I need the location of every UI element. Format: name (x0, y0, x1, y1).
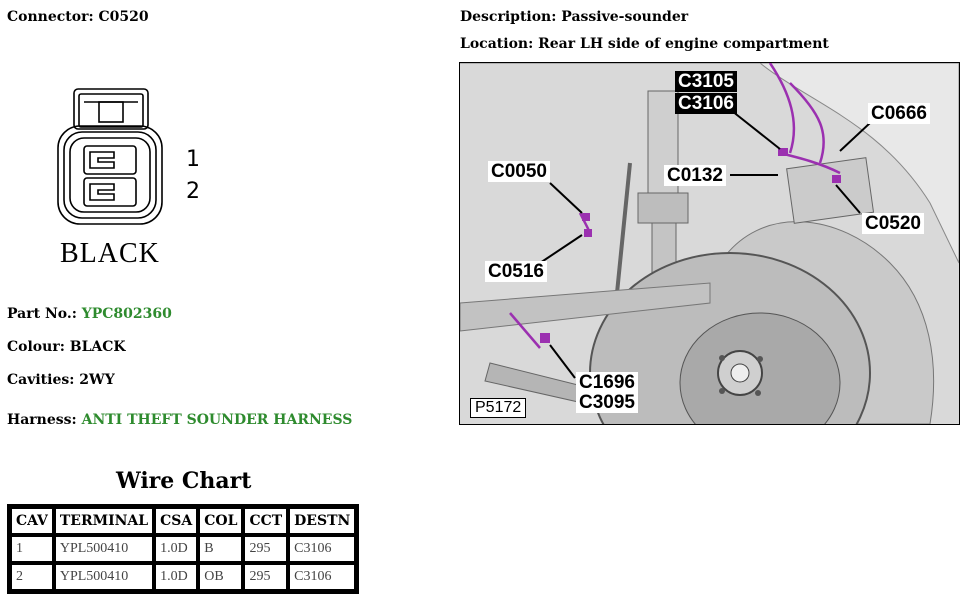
callout-c3105: C3105 (675, 71, 737, 92)
connector-latch-tab (98, 101, 124, 123)
callout-c3095: C3095 (576, 392, 638, 413)
callout-c1696: C1696 (576, 372, 638, 393)
wire-chart-table: CAV TERMINAL CSA COL CCT DESTN 1 YPL5004… (7, 504, 360, 594)
pin-label-1: 1 (186, 147, 200, 172)
cell-csa: 1.0D (154, 563, 199, 591)
wire-chart-header-row: CAV TERMINAL CSA COL CCT DESTN (10, 507, 357, 535)
part-no-link[interactable]: YPC802360 (81, 306, 172, 322)
table-row: 1 YPL500410 1.0D B 295 C3106 (10, 535, 357, 563)
connector-marker-c1696 (540, 333, 550, 343)
cell-cct: 295 (243, 563, 289, 591)
connector-marker-c0050 (582, 213, 590, 221)
col-header-cav: CAV (10, 507, 54, 535)
connector-body-mid (63, 131, 157, 219)
location-label: Location: (460, 36, 534, 52)
colour-value: BLACK (69, 339, 126, 355)
cavity-2 (83, 177, 137, 207)
description-line: Description: Passive-sounder (460, 9, 688, 25)
location-value: Rear LH side of engine compartment (538, 36, 829, 52)
cell-cav: 1 (10, 535, 54, 563)
connector-color-label: BLACK (60, 238, 160, 269)
col-header-terminal: TERMINAL (53, 507, 155, 535)
cell-destn: C3106 (288, 535, 357, 563)
cavities-label: Cavities: (7, 372, 75, 388)
col-header-csa: CSA (154, 507, 199, 535)
description-label: Description: (460, 9, 557, 25)
terminal-1 (89, 151, 115, 169)
callout-c0666: C0666 (868, 103, 930, 124)
colour-label: Colour: (7, 339, 65, 355)
terminal-2 (89, 183, 115, 201)
cavities-value: 2WY (79, 372, 115, 388)
wire-chart-title: Wire Chart (116, 468, 252, 494)
col-header-destn: DESTN (288, 507, 357, 535)
connector-body-outer (57, 125, 163, 225)
location-line: Location: Rear LH side of engine compart… (460, 36, 829, 52)
table-row: 2 YPL500410 1.0D OB 295 C3106 (10, 563, 357, 591)
cell-terminal: YPL500410 (53, 563, 155, 591)
cell-terminal: YPL500410 (53, 535, 155, 563)
cavity-1 (83, 145, 137, 175)
connector-line: Connector: C0520 (7, 9, 149, 25)
connector-body-inner (69, 137, 151, 213)
part-no-line: Part No.: YPC802360 (7, 306, 172, 322)
cell-col: B (198, 535, 244, 563)
colour-line: Colour: BLACK (7, 339, 126, 355)
connector-latch-outer (73, 88, 149, 130)
cell-cct: 295 (243, 535, 289, 563)
cell-destn: C3106 (288, 563, 357, 591)
connector-value: C0520 (98, 9, 149, 25)
col-header-col: COL (198, 507, 244, 535)
engine-bay-drawing (460, 63, 959, 424)
location-illustration: C3105 C3106 C0666 C0050 C0132 C0520 C051… (459, 62, 960, 425)
callout-c3106: C3106 (675, 93, 737, 114)
callout-c0516: C0516 (485, 261, 547, 282)
cell-cav: 2 (10, 563, 54, 591)
callout-c0050: C0050 (488, 161, 550, 182)
harness-link[interactable]: ANTI THEFT SOUNDER HARNESS (81, 412, 353, 428)
pin-label-2: 2 (186, 179, 200, 204)
cavities-line: Cavities: 2WY (7, 372, 115, 388)
harness-label: Harness: (7, 412, 77, 428)
connector-label: Connector: (7, 9, 94, 25)
col-header-cct: CCT (243, 507, 289, 535)
connector-marker-c0520 (832, 175, 841, 183)
callout-c0520: C0520 (862, 213, 924, 234)
connector-marker-c3106 (778, 148, 788, 156)
part-no-label: Part No.: (7, 306, 77, 322)
figure-id: P5172 (470, 398, 527, 418)
connector-face-diagram (57, 88, 163, 225)
connector-marker-c0516 (584, 229, 592, 237)
harness-line: Harness: ANTI THEFT SOUNDER HARNESS (7, 412, 352, 428)
cell-csa: 1.0D (154, 535, 199, 563)
description-value: Passive-sounder (561, 9, 689, 25)
callout-c0132: C0132 (664, 165, 726, 186)
connector-latch-inner (78, 93, 144, 128)
cell-col: OB (198, 563, 244, 591)
